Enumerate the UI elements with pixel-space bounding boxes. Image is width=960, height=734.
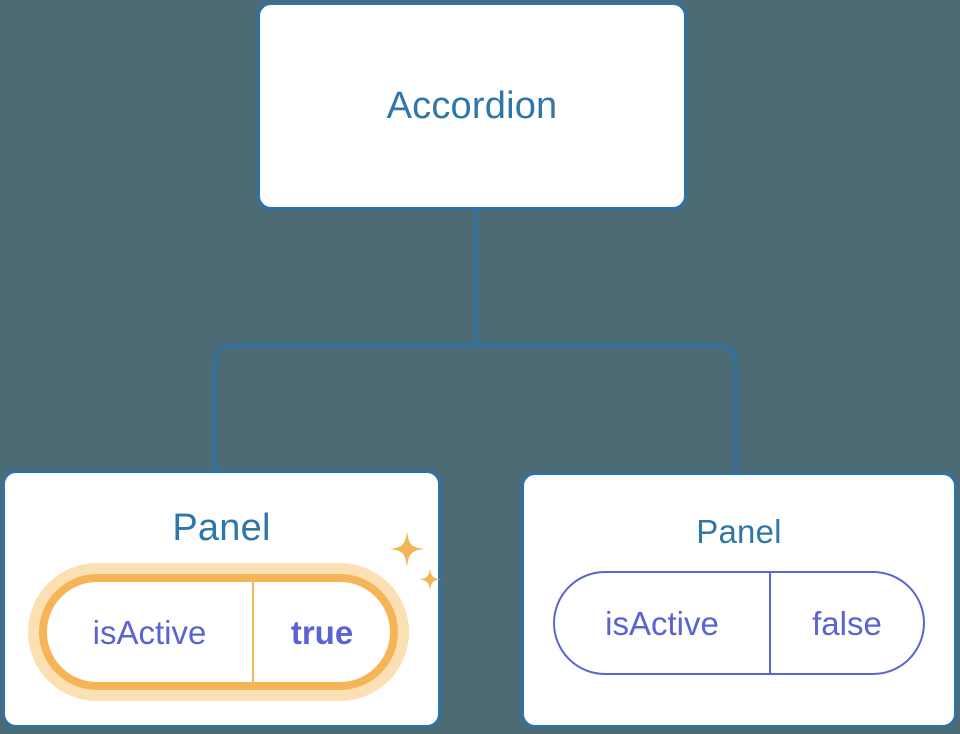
- node-panel-active[interactable]: Panel isActive true: [2, 470, 441, 728]
- prop-pill-is-active-true[interactable]: isActive true: [39, 574, 398, 690]
- node-title-accordion: Accordion: [386, 85, 558, 127]
- node-title-panel-inactive: Panel: [696, 513, 782, 550]
- prop-pill-is-active-false[interactable]: isActive false: [553, 571, 925, 675]
- prop-value-is-active: true: [252, 582, 390, 682]
- node-accordion[interactable]: Accordion: [257, 2, 687, 210]
- prop-pill-highlight-halo: isActive true: [28, 563, 409, 701]
- node-title-panel-active: Panel: [172, 507, 271, 549]
- node-panel-inactive[interactable]: Panel isActive false: [521, 472, 957, 728]
- edge-root-to-panel-inactive: [476, 343, 738, 478]
- prop-pill-active-wrapper: isActive true: [28, 531, 441, 701]
- edge-root-to-panel-active: [213, 343, 476, 476]
- prop-pill-inactive-wrapper: isActive false: [553, 571, 925, 675]
- prop-key-is-active: isActive: [605, 604, 719, 642]
- prop-value-is-active: false: [769, 573, 923, 673]
- prop-key-is-active: isActive: [92, 613, 207, 651]
